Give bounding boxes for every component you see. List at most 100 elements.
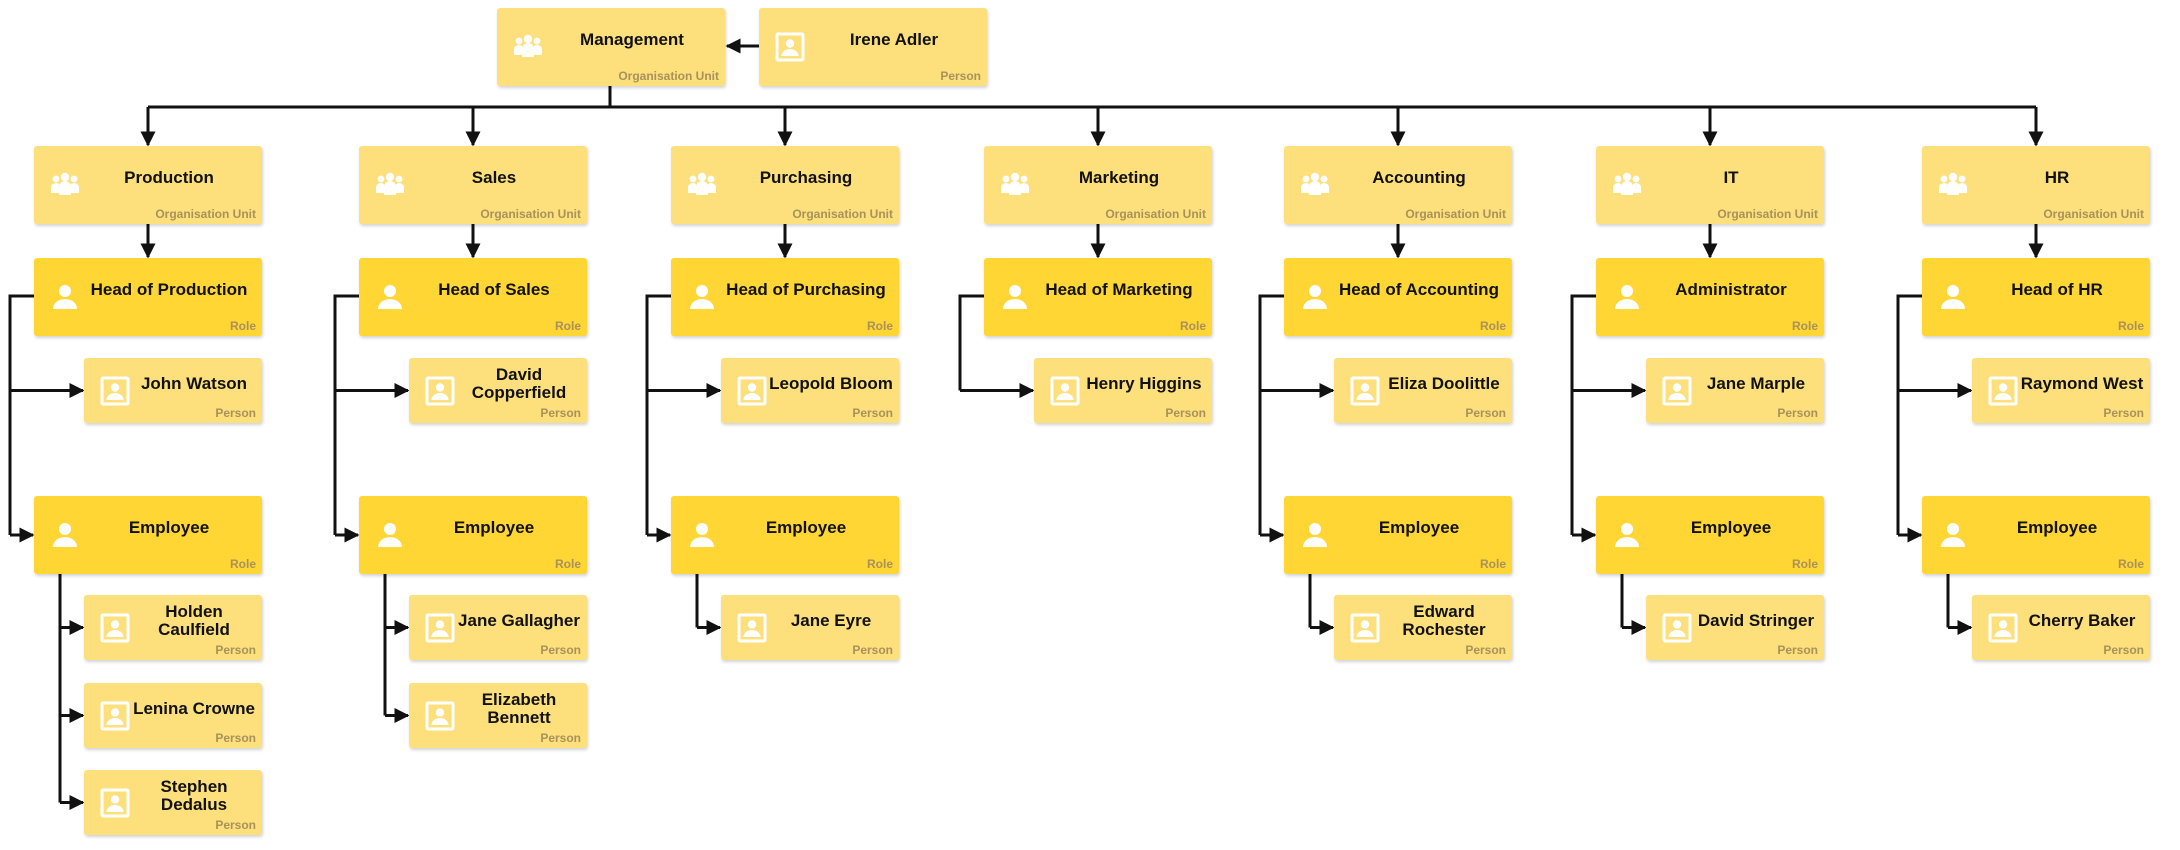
node-label: Employee xyxy=(1690,518,1772,537)
node-label: Head of HR xyxy=(2011,280,2103,299)
node-label: Sales xyxy=(471,168,517,187)
node-type-label: Person xyxy=(1465,643,1506,657)
node-type-label: Organisation Unit xyxy=(1105,207,1206,221)
unit-hr[interactable]: HR Organisation Unit xyxy=(1922,146,2150,224)
node-type-label: Role xyxy=(554,557,581,571)
person-card-icon xyxy=(98,786,132,820)
group-icon xyxy=(373,168,407,202)
node-label: David Stringer xyxy=(1697,610,1815,630)
group-icon xyxy=(685,168,719,202)
node-type-label: Role xyxy=(1791,557,1818,571)
person-card-icon xyxy=(98,374,132,408)
node-type-label: Person xyxy=(215,643,256,657)
node-type-label: Role xyxy=(1479,557,1506,571)
person-card-icon xyxy=(1660,611,1694,645)
node-label: Leopold Bloom xyxy=(769,373,893,393)
group-icon xyxy=(1610,168,1644,202)
node-type-label: Role xyxy=(554,319,581,333)
node-type-label: Role xyxy=(1791,319,1818,333)
user-icon xyxy=(48,280,82,314)
node-label: Lenina Crowne xyxy=(133,698,255,718)
production-head-trunk-edge xyxy=(8,294,34,535)
person-card-icon xyxy=(773,30,807,64)
node-type-label: Person xyxy=(1777,406,1818,420)
purchasing-head-trunk-edge xyxy=(645,294,671,535)
user-icon xyxy=(685,518,719,552)
sales-head-trunk-edge xyxy=(333,294,359,535)
node-type-label: Organisation Unit xyxy=(1405,207,1506,221)
person-card-icon xyxy=(1348,374,1382,408)
node-type-label: Organisation Unit xyxy=(1717,207,1818,221)
person-card-icon xyxy=(98,611,132,645)
user-icon xyxy=(998,280,1032,314)
person-card-icon xyxy=(1986,611,2020,645)
node-label: David Copperfield xyxy=(471,364,567,402)
group-icon xyxy=(1936,168,1970,202)
node-type-label: Person xyxy=(940,69,981,83)
node-type-label: Role xyxy=(1479,319,1506,333)
node-label: Employee xyxy=(1378,518,1460,537)
node-type-label: Person xyxy=(2103,643,2144,657)
accounting-head-trunk-edge xyxy=(1258,294,1284,535)
node-label: Elizabeth Bennett xyxy=(481,689,557,727)
node-type-label: Role xyxy=(866,319,893,333)
person-card-icon xyxy=(1348,611,1382,645)
node-label: Jane Marple xyxy=(1706,373,1806,393)
person-card-icon xyxy=(735,611,769,645)
node-type-label: Person xyxy=(1465,406,1506,420)
node-type-label: Person xyxy=(540,643,581,657)
user-icon xyxy=(1936,280,1970,314)
node-type-label: Person xyxy=(852,643,893,657)
user-icon xyxy=(373,280,407,314)
node-label: Holden Caulfield xyxy=(158,601,230,639)
node-type-label: Organisation Unit xyxy=(2043,207,2144,221)
group-icon xyxy=(998,168,1032,202)
node-type-label: Person xyxy=(215,406,256,420)
node-label: HR xyxy=(2044,168,2070,187)
node-label: Henry Higgins xyxy=(1086,373,1202,393)
user-icon xyxy=(685,280,719,314)
user-icon xyxy=(1936,518,1970,552)
node-label: Marketing xyxy=(1078,168,1160,187)
person-card-icon xyxy=(423,374,457,408)
